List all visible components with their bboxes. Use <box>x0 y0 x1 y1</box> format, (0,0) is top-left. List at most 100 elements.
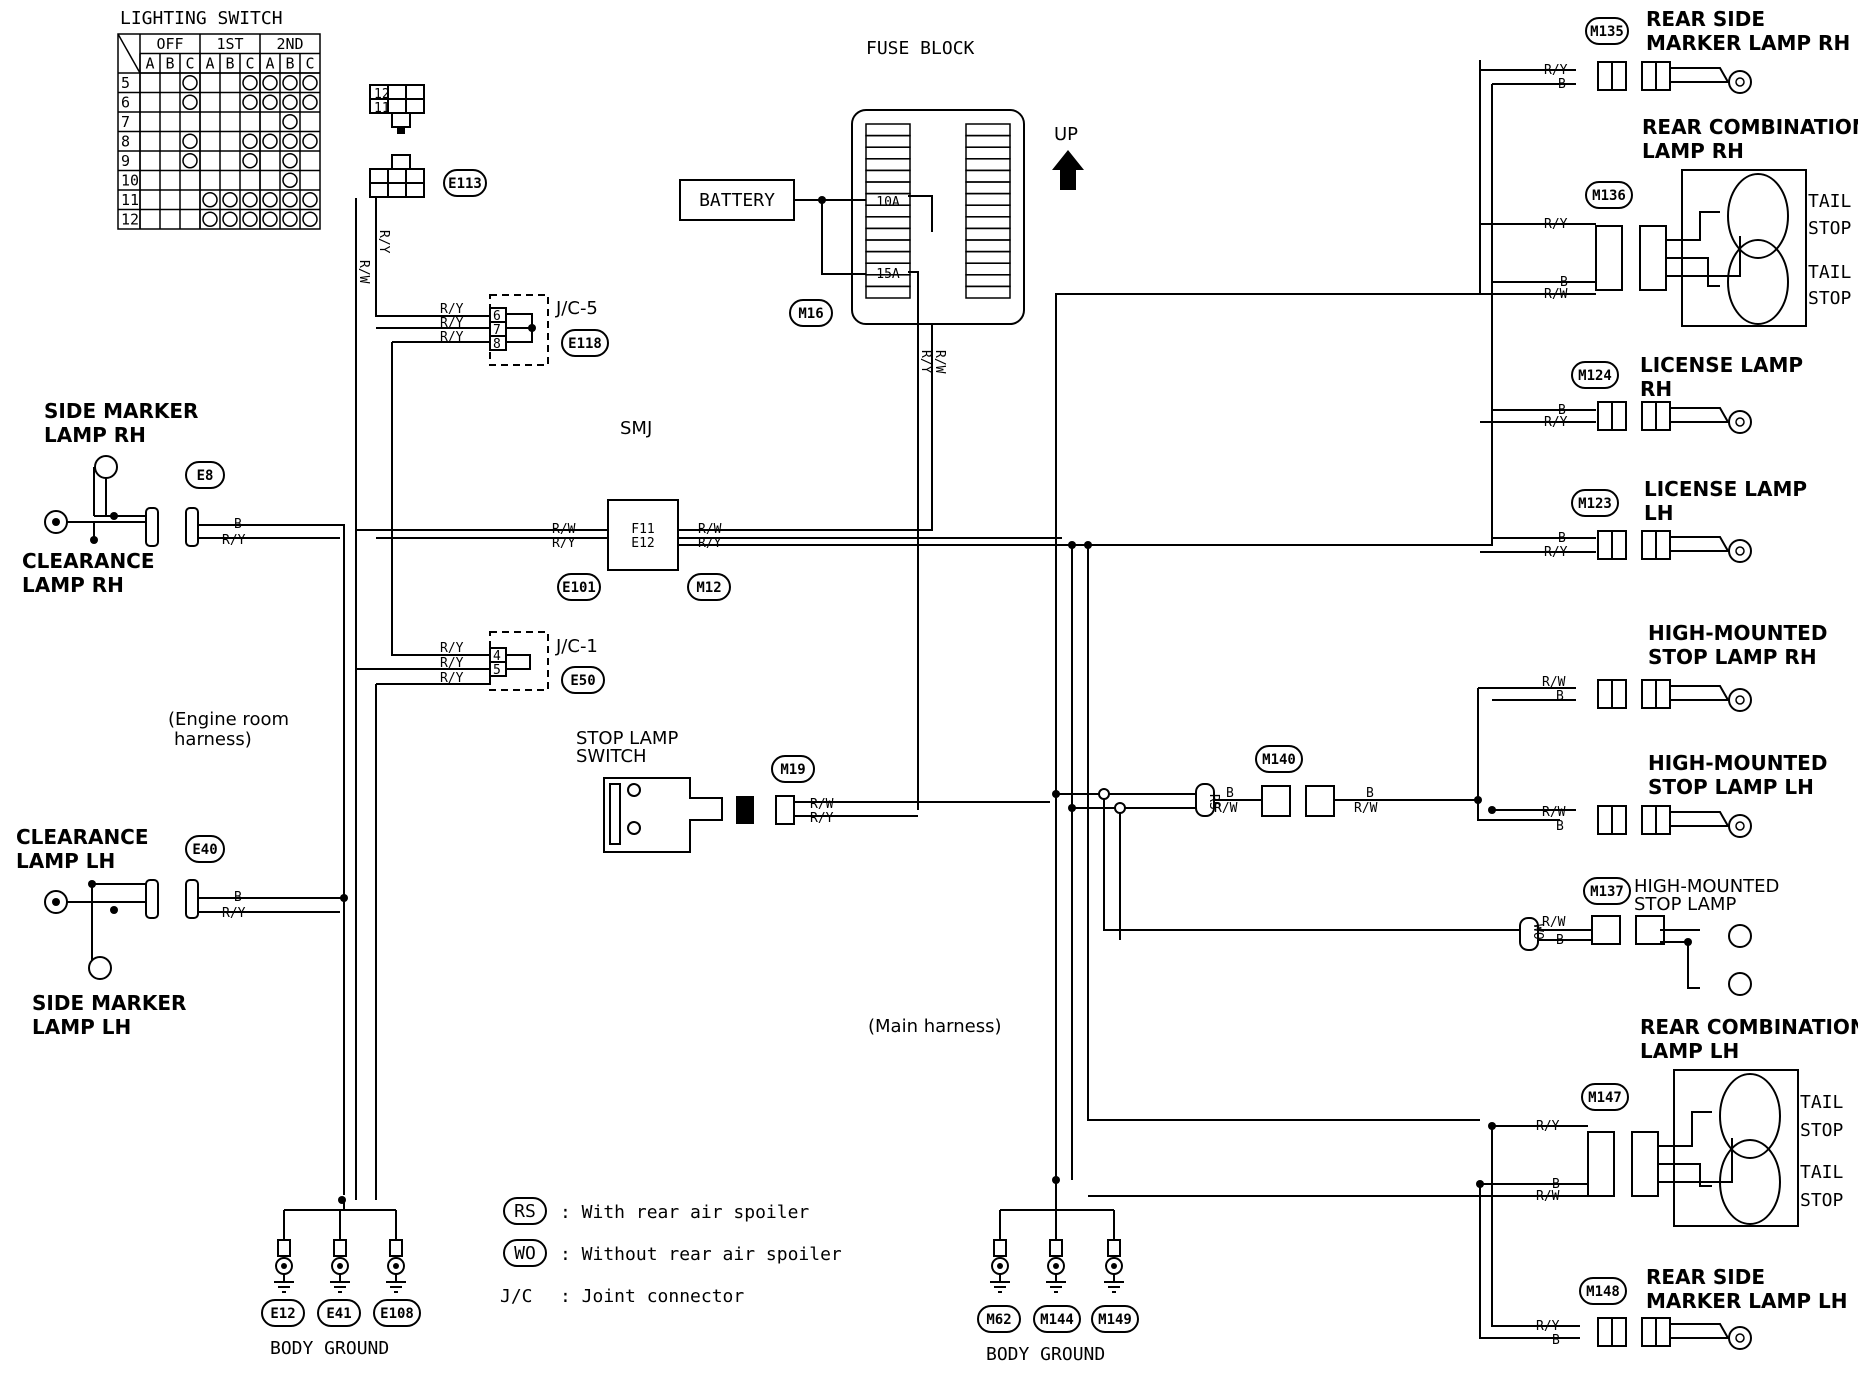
high-mounted-lh-socket-bulb-filament <box>1735 821 1745 831</box>
legend-key-rs: RS <box>514 1201 536 1222</box>
engine-room-line1: (Engine room <box>168 709 289 730</box>
legend-text-jc: : Joint connector <box>560 1286 744 1307</box>
rs-connector-tag: RS <box>1206 794 1221 810</box>
smj-e12: E12 <box>631 536 654 551</box>
wo-connector-tag: WO <box>1530 924 1545 940</box>
continuity-mark <box>302 133 318 149</box>
switch-col-header: C <box>305 55 314 73</box>
continuity-mark <box>302 94 318 110</box>
switch-row-label: 5 <box>121 74 130 92</box>
jc1-wire-ry-2: R/Y <box>440 656 464 671</box>
clearance-lamp-rh: CLEARANCE LAMP RH B R/Y E8 <box>22 461 345 1195</box>
connector-m147-label: M147 <box>1588 1090 1622 1106</box>
ground-icon <box>330 1274 350 1293</box>
main-harness-label: (Main harness) <box>868 1016 1002 1037</box>
connector-e12-label: E12 <box>270 1306 295 1322</box>
high-mounted-lh-socket-receptacle <box>1641 805 1657 835</box>
pin-11: 11 <box>374 101 390 116</box>
continuity-mark <box>242 192 258 208</box>
stop-switch-wire-ry: R/Y <box>810 811 834 826</box>
ground-connector <box>1049 1239 1063 1257</box>
continuity-mark <box>242 133 258 149</box>
m147-wire-b: B <box>1552 1177 1560 1192</box>
ground-ring-center <box>281 1263 287 1269</box>
m147-wire-rw: R/W <box>1536 1189 1560 1204</box>
high-mounted-rh-socket-plug <box>1597 679 1613 709</box>
license-lamp-lh: LICENSE LAMP LH M123 B R/Y <box>1480 477 1807 560</box>
legend-text-rs: : With rear air spoiler <box>560 1202 809 1223</box>
high-mounted-lh-socket-lead <box>1670 811 1730 827</box>
rear-comb-rh-tail-1: TAIL <box>1808 191 1852 212</box>
high-mounted-rh-socket-plug2 <box>1611 679 1627 709</box>
switch-col-header: A <box>145 55 154 73</box>
stop-switch-line1: STOP LAMP <box>576 728 678 749</box>
license-rh-line2: RH <box>1640 377 1672 401</box>
connector-e40-label: E40 <box>192 842 217 858</box>
switch-col-header: A <box>205 55 214 73</box>
fuse-wire-ry: R/Y <box>918 350 933 374</box>
wire-fuse-outputs <box>908 195 933 810</box>
battery: BATTERY <box>679 179 795 221</box>
rear-comb-rh-line2: LAMP RH <box>1642 139 1744 163</box>
continuity-mark <box>262 211 278 227</box>
continuity-mark <box>222 192 238 208</box>
switch-table-diagonal <box>117 33 141 74</box>
switch-col-header: B <box>285 55 294 73</box>
m137-wire-b: B <box>1556 933 1564 948</box>
m135-wire-ry: R/Y <box>1544 63 1568 78</box>
connector-m12-label: M12 <box>696 580 721 596</box>
fuse-wire-rw: R/W <box>932 350 947 374</box>
rear-side-rh-line1: REAR SIDE <box>1646 7 1765 31</box>
side-marker-lamp-lh: SIDE MARKER LAMP LH <box>32 956 186 1039</box>
rear-side-marker-rh-socket-plug2 <box>1611 61 1627 91</box>
switch-row-label: 10 <box>121 172 139 190</box>
stop-lamp-switch: STOP LAMP SWITCH R/W R/Y M19 <box>576 728 1050 853</box>
battery-label: BATTERY <box>699 190 775 211</box>
connector-m16-label: M16 <box>798 306 823 322</box>
smj-junction: SMJ F11 E12 R/W R/Y R/W R/Y E101 M12 <box>552 418 731 601</box>
ground-ring-center <box>1053 1263 1059 1269</box>
ground-ring-center <box>1111 1263 1117 1269</box>
side-marker-lh-line2: LAMP LH <box>32 1015 131 1039</box>
hm-rh-wire-b: B <box>1556 689 1564 704</box>
wire-smj-rw-up <box>678 232 933 531</box>
fuse-column-left <box>865 123 911 299</box>
hm-rh-line2: STOP LAMP RH <box>1648 645 1817 669</box>
high-mounted-rh-socket-bulb-icon <box>1728 688 1752 712</box>
jc5-pin-8: 8 <box>493 337 501 352</box>
rear-side-marker-lh-socket-receptacle <box>1641 1317 1657 1347</box>
m137-plug <box>1591 915 1621 945</box>
continuity-mark <box>242 75 258 91</box>
rear-comb-lh-stop-2: STOP <box>1800 1190 1844 1211</box>
up-arrow-icon: UP <box>1052 124 1084 190</box>
continuity-mark <box>262 133 278 149</box>
jc5-label: J/C-5 <box>555 298 598 319</box>
continuity-mark <box>222 211 238 227</box>
switch-row-label: 6 <box>121 94 130 112</box>
fuse-slot <box>965 285 1011 299</box>
high-mounted-lh-socket-bulb-icon <box>1728 814 1752 838</box>
connector-e8-label: E8 <box>197 468 214 484</box>
connector-e118-label: E118 <box>568 336 602 352</box>
hm-lh-wire-rw: R/W <box>1542 805 1566 820</box>
continuity-mark <box>302 75 318 91</box>
license-lh-socket-receptacle2 <box>1655 530 1671 560</box>
license-lh-socket-bulb-filament <box>1735 546 1745 556</box>
high-mounted-lh-socket-plug <box>1597 805 1613 835</box>
stop-switch-wire-rw: R/W <box>810 797 834 812</box>
ground-icon <box>274 1274 294 1293</box>
rear-comb-rh-tail-2: TAIL <box>1808 262 1852 283</box>
ground-connector <box>333 1239 347 1257</box>
license-lh-socket-plug2 <box>1611 530 1627 560</box>
high-mounted-rh-socket-bulb-filament <box>1735 695 1745 705</box>
connector-e50-label: E50 <box>570 673 595 689</box>
rear-side-marker-rh-socket-bulb-icon <box>1728 70 1752 94</box>
smj-f11: F11 <box>631 522 654 537</box>
continuity-mark <box>282 94 298 110</box>
m123-wire-b: B <box>1558 531 1566 546</box>
switch-output-wires: R/W R/Y <box>355 198 1062 1200</box>
engine-room-line2: harness) <box>174 729 252 750</box>
license-rh-socket-bulb-filament <box>1735 417 1745 427</box>
